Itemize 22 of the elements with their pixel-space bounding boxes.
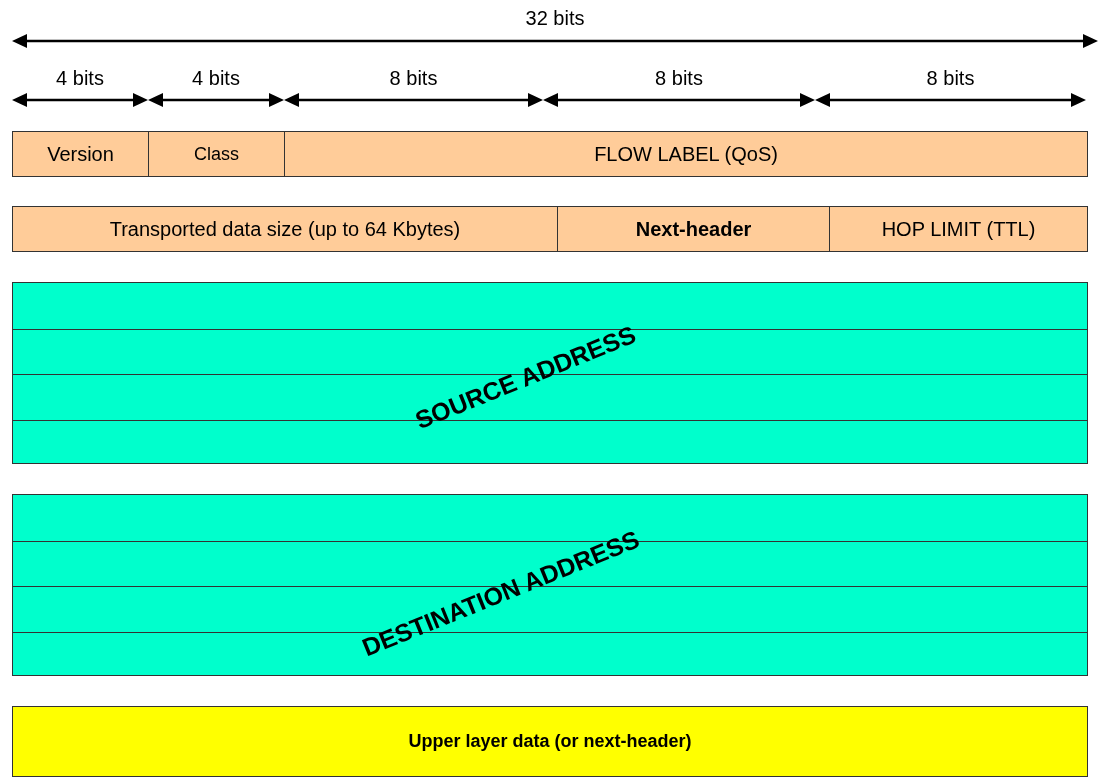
bit-width-label: 4 bits xyxy=(192,66,240,90)
header-field xyxy=(12,131,149,177)
address-field xyxy=(12,282,1088,464)
header-field xyxy=(12,706,1088,777)
header-field xyxy=(148,131,285,177)
bit-width-label: 8 bits xyxy=(389,66,438,90)
address-field xyxy=(12,494,1088,676)
header-field xyxy=(557,206,830,252)
field-label: HOP LIMIT (TTL) xyxy=(881,217,1036,242)
field-label: Next-header xyxy=(635,217,752,242)
field-label: Class xyxy=(194,142,239,166)
bit-width-label: 4 bits xyxy=(56,66,104,90)
bit-width-label: 8 bits xyxy=(655,66,703,90)
header-field xyxy=(12,206,558,252)
field-label: Transported data size (up to 64 Kbytes) xyxy=(109,217,461,242)
bit-width-label: 32 bits xyxy=(525,6,585,30)
header-field xyxy=(284,131,1088,177)
bit-width-label: 8 bits xyxy=(926,66,975,90)
field-label: Upper layer data (or next-header) xyxy=(408,730,692,753)
header-field xyxy=(829,206,1088,252)
field-label: Version xyxy=(47,142,114,167)
field-label: FLOW LABEL (QoS) xyxy=(594,142,778,167)
